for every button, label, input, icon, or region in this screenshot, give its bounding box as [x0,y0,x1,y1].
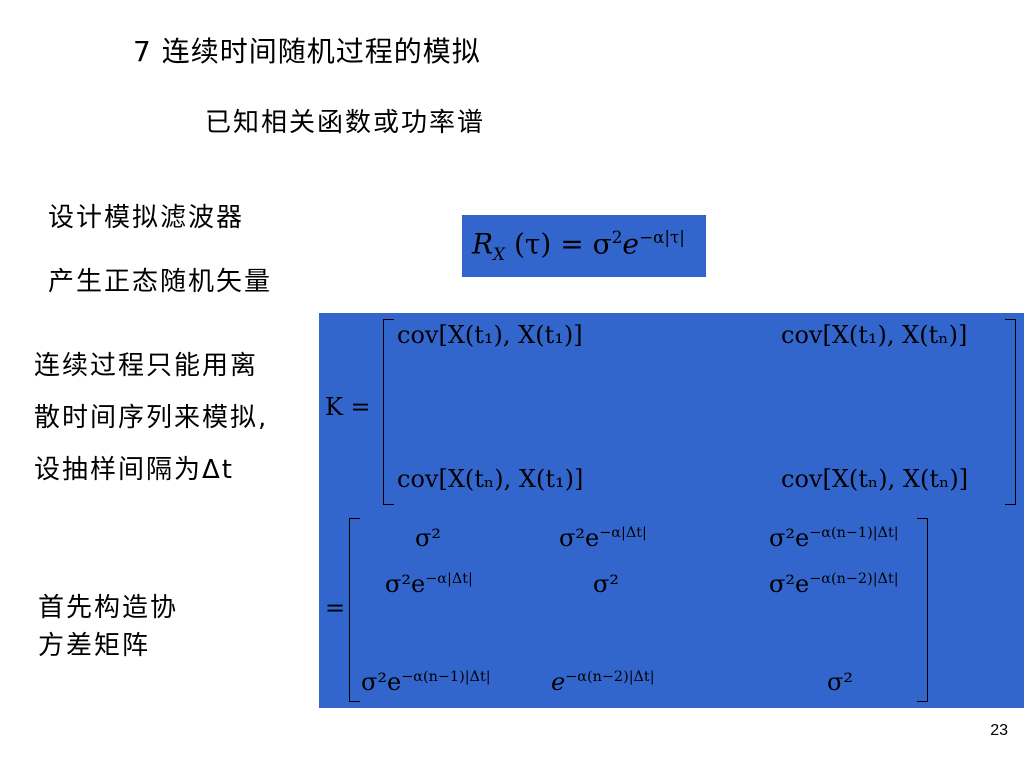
formula-exponent: −α|τ| [638,227,685,247]
slide-title: 7 连续时间随机过程的模拟 [133,35,481,68]
formula-r-subscript: X [493,243,506,264]
sigma-r2c1-exponent: −α|Δt| [425,571,473,587]
sigma-r1c2: σ²e−α|Δt| [559,524,647,552]
sigma-r2c3-base: σ²e [769,570,810,598]
formula-r: R [472,227,494,261]
matrix-k-bottom-right: cov[X(tₙ), X(tₙ)] [781,465,969,493]
sigma-matrix-box: = σ² σ²e−α|Δt| σ²e−α(n−1)|Δt| σ²e−α|Δt| … [319,510,1024,708]
sigma-r3c1-base: σ²e [361,668,402,696]
note-covariance-line1: 首先构造协 [38,593,179,623]
matrix-k-left-bracket [383,319,394,505]
covariance-matrix-box: K = cov[X(t₁), X(t₁)] cov[X(t₁), X(tₙ)] … [319,313,1024,510]
note-design-filter: 设计模拟滤波器 [48,203,245,233]
sigma-r1c3: σ²e−α(n−1)|Δt| [769,524,899,552]
sigma-r1c2-base: σ²e [559,524,600,552]
sigma-r2c2: σ² [593,570,620,598]
formula-sigma-power: 2 [611,227,623,247]
matrix-k-right-bracket [1005,319,1016,505]
note-discrete-line1: 连续过程只能用离 [34,351,259,381]
note-discrete-line2: 散时间序列来模拟, [34,403,269,433]
sigma-r1c3-base: σ²e [769,524,810,552]
matrix-k-label: K = [325,393,371,421]
sigma-r3c2-base: e [551,668,566,696]
autocorrelation-formula-box: RX (τ) = σ2e−α|τ| [462,215,706,277]
note-covariance-line2: 方差矩阵 [38,631,151,661]
matrix-k-bottom-left: cov[X(tₙ), X(t₁)] [397,465,584,493]
sigma-r3c2: e−α(n−2)|Δt| [551,668,655,696]
matrix-k-top-left: cov[X(t₁), X(t₁)] [397,321,583,349]
sigma-r1c1: σ² [415,524,442,552]
formula-sigma: σ [592,227,612,261]
sigma-r2c1: σ²e−α|Δt| [385,570,473,598]
autocorrelation-formula: RX (τ) = σ2e−α|τ| [472,227,685,264]
formula-equals: = [560,227,584,261]
sigma-r2c3-exponent: −α(n−2)|Δt| [809,571,899,587]
sigma-r3c1: σ²e−α(n−1)|Δt| [361,668,491,696]
formula-argument: (τ) [513,227,552,261]
sigma-r3c2-exponent: −α(n−2)|Δt| [565,669,655,685]
note-generate-vector: 产生正态随机矢量 [48,267,273,297]
sigma-r3c1-exponent: −α(n−1)|Δt| [401,669,491,685]
page-number: 23 [990,722,1008,739]
formula-e: e [622,227,639,261]
sigma-r1c2-exponent: −α|Δt| [599,525,647,541]
sigma-matrix-equals: = [325,594,346,622]
sigma-r3c3: σ² [827,668,854,696]
matrix-k-top-right: cov[X(t₁), X(tₙ)] [781,321,968,349]
note-discrete-line3: 设抽样间隔为Δt [34,455,234,485]
sigma-r1c3-exponent: −α(n−1)|Δt| [809,525,899,541]
sigma-r2c3: σ²e−α(n−2)|Δt| [769,570,899,598]
sigma-matrix-left-bracket [349,518,360,702]
sigma-r2c1-base: σ²e [385,570,426,598]
slide-subtitle: 已知相关函数或功率谱 [205,108,486,138]
sigma-matrix-right-bracket [917,518,928,702]
